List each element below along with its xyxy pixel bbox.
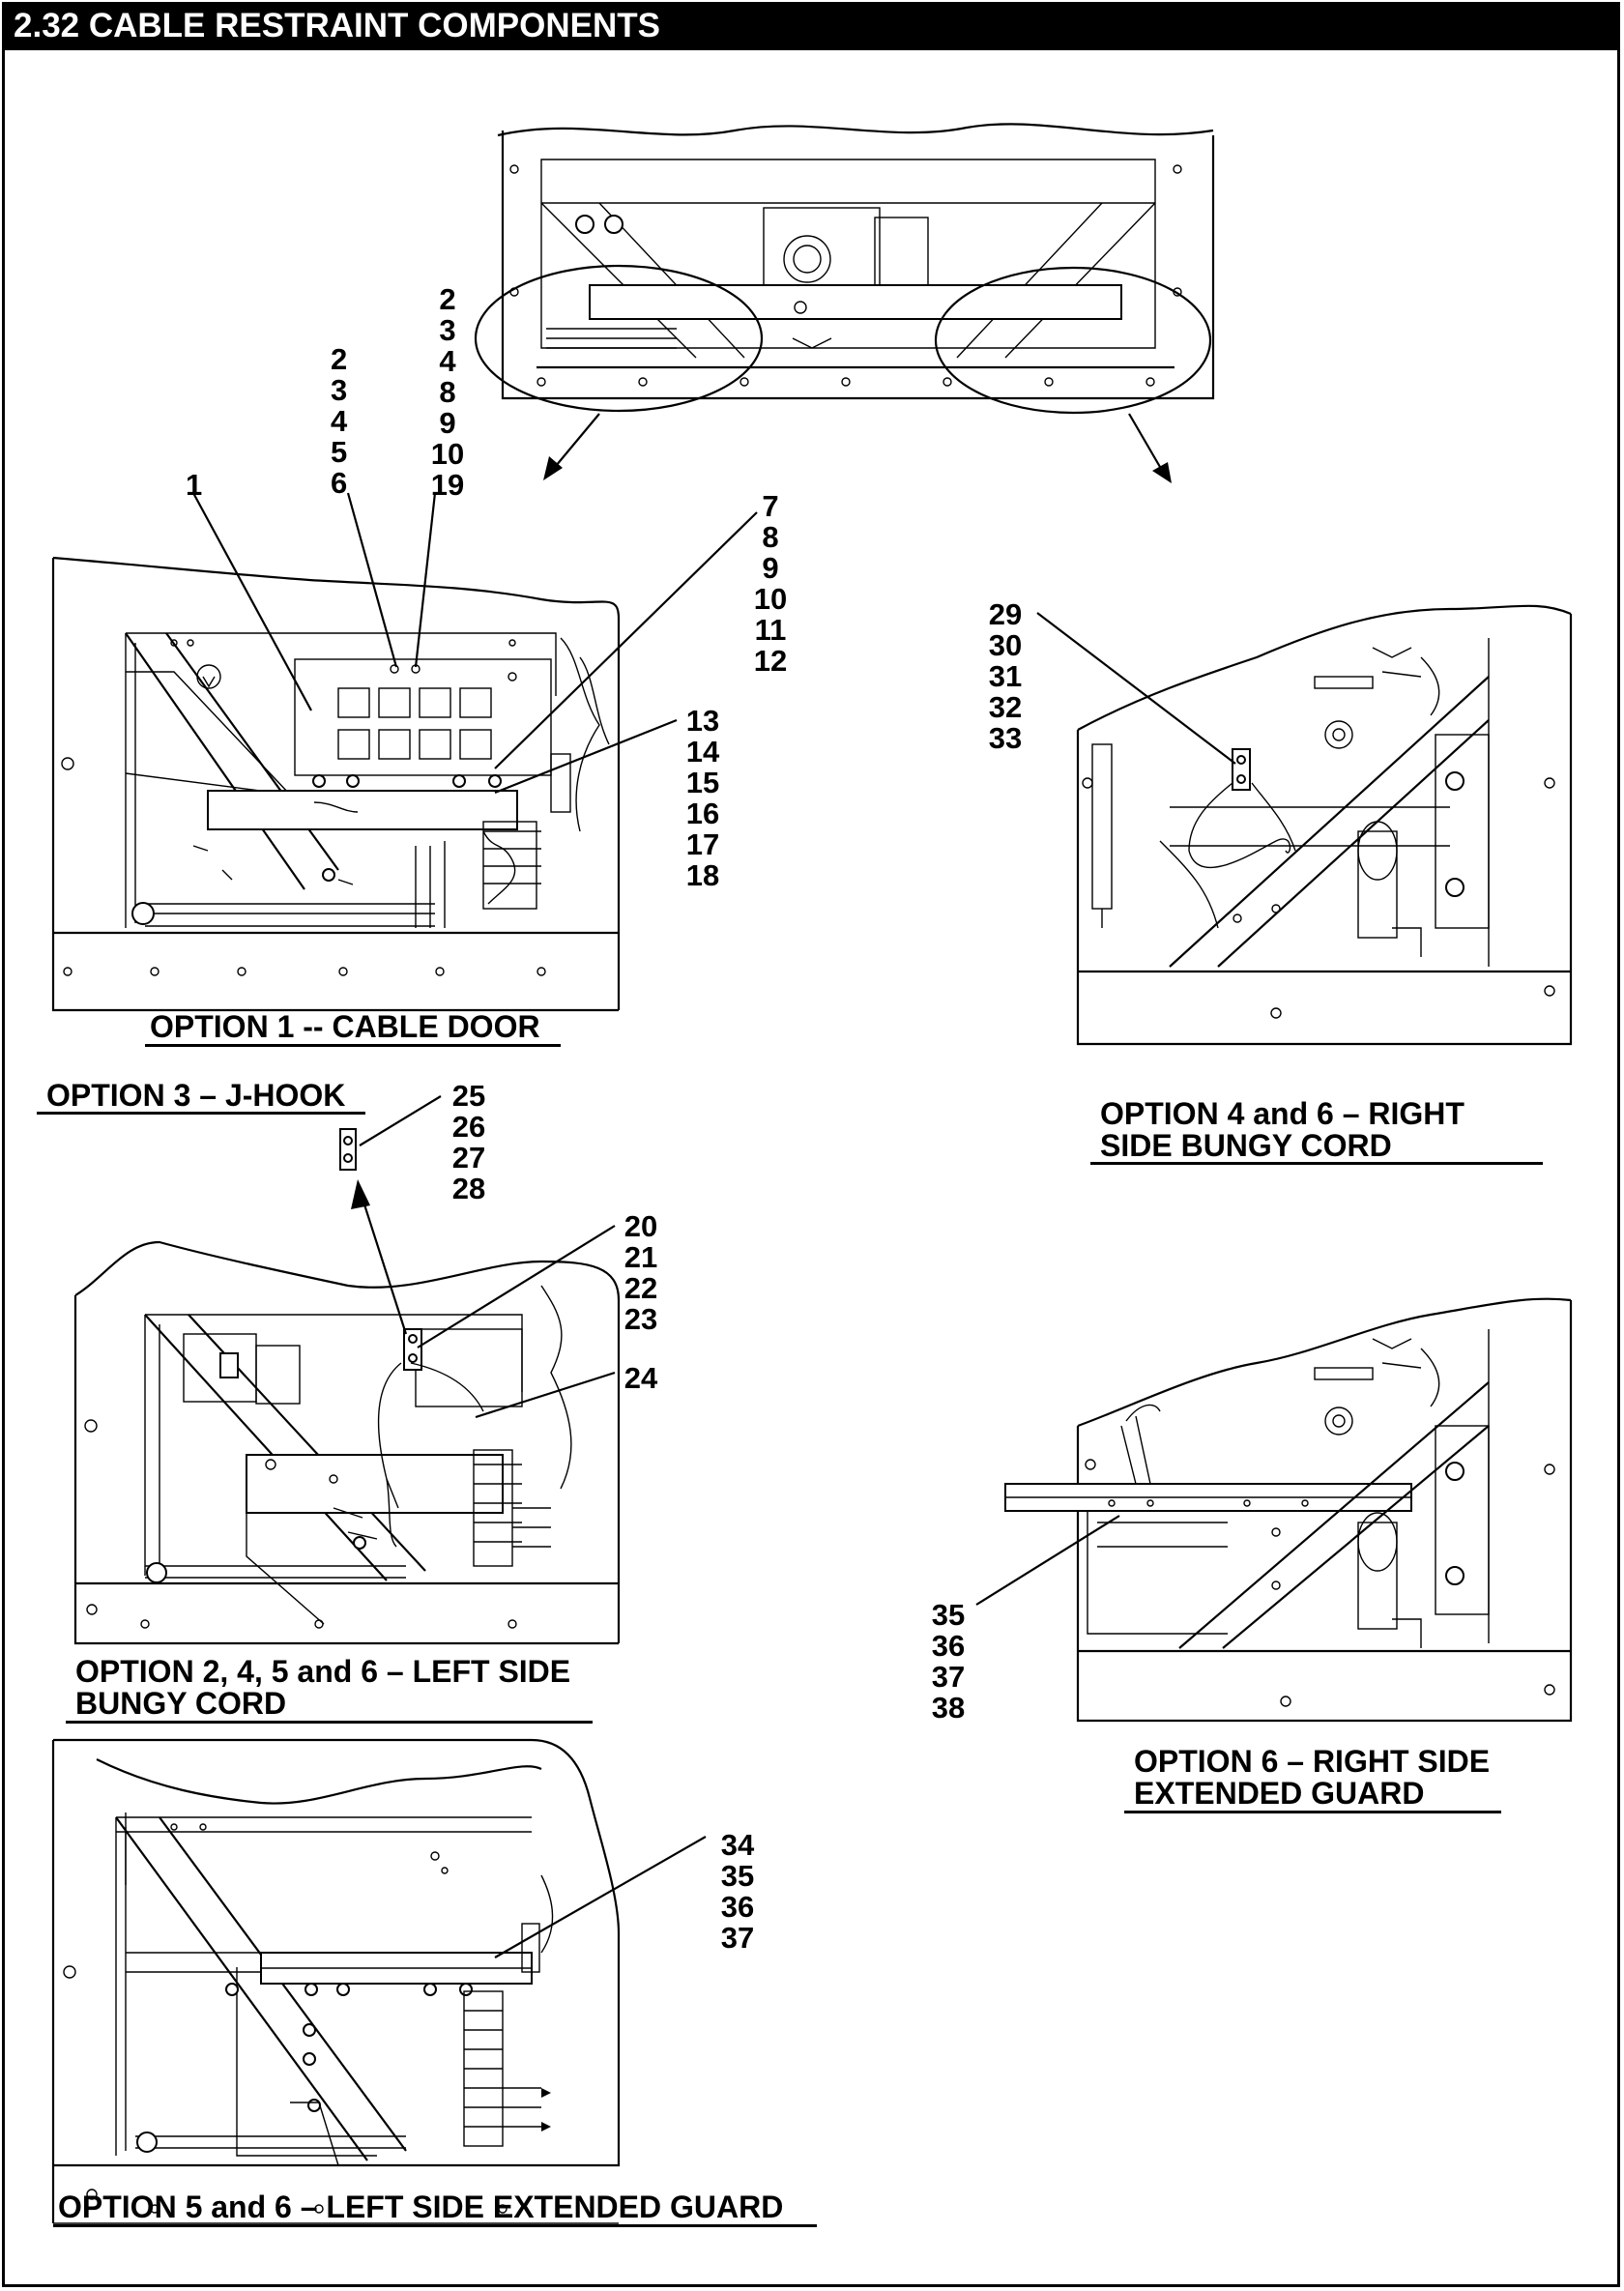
caption-option4-6: OPTION 4 and 6 – RIGHT SIDE BUNGY CORD [1100,1096,1464,1163]
callout-number: 12 [753,644,788,678]
callout-group-10: 35 36 37 38 [924,1600,972,1724]
callout-number: 36 [931,1629,966,1663]
callout-number: 36 [720,1890,755,1924]
callout-number: 20 [624,1209,658,1243]
callout-number: 9 [439,406,456,440]
callout-number: 22 [624,1271,658,1305]
callout-number: 6 [331,466,348,500]
caption-option3: OPTION 3 – J-HOOK [46,1078,346,1113]
callout-number: 33 [988,721,1023,755]
callout-number: 35 [720,1859,755,1893]
caption-underline [1090,1162,1543,1165]
callout-group-9: 24 [617,1363,665,1394]
callout-group-1: 1 [186,470,202,501]
callout-number: 1 [186,468,203,502]
callout-number: 10 [430,437,465,471]
callout-number: 16 [685,797,720,830]
callout-group-7: 25 26 27 28 [445,1081,493,1204]
callout-group-11: 34 35 36 37 [713,1830,762,1954]
callout-group-6: 29 30 31 32 33 [981,599,1030,754]
overview-unit-view [474,123,1215,483]
callout-number: 4 [439,344,456,378]
callout-group-5: 13 14 15 16 17 18 [679,706,727,891]
callout-number: 34 [720,1828,755,1862]
callout-number: 26 [451,1110,486,1144]
callout-number: 35 [931,1598,966,1632]
callout-number: 25 [451,1079,486,1113]
option2-4-5-6-left-bungy-view [73,1179,621,1645]
callout-number: 38 [931,1691,966,1725]
callout-number: 18 [685,858,720,892]
callout-number: 17 [685,827,720,861]
caption-underline [66,1721,593,1724]
callout-number: 5 [331,435,348,469]
callout-number: 11 [754,613,787,647]
callout-group-2: 2 3 4 5 6 [331,344,347,499]
callout-number: 9 [762,551,779,585]
callout-number: 14 [685,735,720,768]
callout-group-8: 20 21 22 23 [617,1211,665,1335]
callout-number: 2 [439,282,456,316]
caption-underline [1124,1811,1501,1813]
callout-number: 3 [331,373,348,407]
caption-option6: OPTION 6 – RIGHT SIDE EXTENDED GUARD [1134,1744,1491,1811]
callout-number: 23 [624,1302,658,1336]
caption-underline [145,1044,561,1047]
callout-number: 2 [331,342,348,376]
callout-number: 28 [451,1172,486,1205]
caption-option2-4-5-6: OPTION 2, 4, 5 and 6 – LEFT SIDE BUNGY C… [75,1654,571,1721]
callout-number: 21 [624,1240,658,1274]
callout-number: 13 [685,704,720,738]
callout-number: 24 [624,1361,658,1395]
callout-number: 29 [988,597,1023,631]
callout-group-3: 2 3 4 8 9 10 19 [423,284,472,501]
option1-cable-door-view [51,492,758,1012]
callout-number: 27 [451,1141,486,1174]
callout-number: 8 [439,375,456,409]
callout-number: 7 [762,489,779,523]
callout-number: 3 [439,313,456,347]
caption-underline [53,2224,817,2227]
callout-number: 37 [720,1921,755,1955]
section-title: 2.32 CABLE RESTRAINT COMPONENTS [2,2,1618,50]
option4-6-right-bungy-view [1036,604,1573,1046]
callout-number: 4 [331,404,348,438]
callout-number: 19 [430,468,465,502]
option5-6-left-extended-guard-view [51,1738,707,2224]
callout-number: 15 [685,766,720,799]
option6-right-extended-guard-view [975,1297,1573,1723]
callout-number: 37 [931,1660,966,1694]
caption-option1: OPTION 1 -- CABLE DOOR [150,1009,540,1044]
caption-option5-6: OPTION 5 and 6 – LEFT SIDE EXTENDED GUAR… [58,2190,784,2224]
callout-number: 30 [988,628,1023,662]
callout-number: 8 [762,520,779,554]
callout-group-4: 7 8 9 10 11 12 [746,491,795,677]
callout-number: 10 [753,582,788,616]
jhook-part [339,1095,442,1171]
callout-number: 31 [988,659,1023,693]
caption-underline [37,1112,365,1115]
callout-number: 32 [988,690,1023,724]
